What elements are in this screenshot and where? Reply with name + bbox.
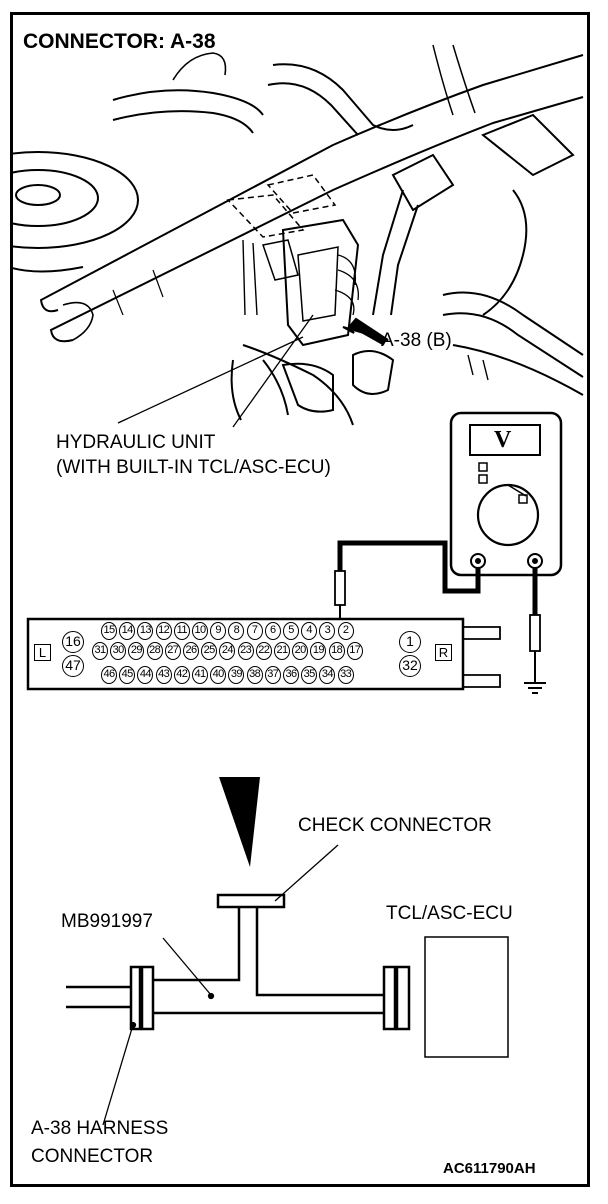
harness-connector-label: A-38 HARNESS [31,1118,169,1139]
connector-pin: 16 [62,631,84,653]
figure-code: AC611790AH [443,1160,536,1177]
connector-pin: 5 [283,622,299,640]
voltmeter [449,411,563,577]
hydraulic-unit-sublabel: (WITH BUILT-IN TCL/ASC-ECU) [56,457,331,478]
probe-pointer-icon [219,777,260,867]
connector-pin: 36 [283,666,299,684]
tool-schematic [66,893,509,1058]
hydraulic-unit-leader [117,314,314,428]
connector-pin: 15 [101,622,117,640]
connector-pin: 7 [246,622,263,640]
connector-pin: 41 [192,666,208,684]
connector-pin: 8 [228,622,245,640]
ecu-label: TCL/ASC-ECU [386,903,513,924]
hydraulic-unit-label: HYDRAULIC UNIT [56,432,216,453]
connector-pin: 27 [164,642,181,660]
connector-pin: 19 [310,642,327,660]
connector-pin: 17 [346,642,363,660]
connector-pin: 35 [301,666,318,684]
connector-pin: 38 [246,666,263,684]
harness-connector-sublabel: CONNECTOR [31,1146,154,1167]
connector-pin: 18 [328,642,345,660]
negative-probe [529,614,541,652]
connector-pin: 13 [137,622,154,640]
connector-pin: 37 [264,666,281,684]
connector-left-marker: L [34,644,51,661]
connector-pin: 32 [399,655,421,677]
diagram-title: CONNECTOR: A-38 [23,30,216,53]
connector-pin: 44 [137,666,154,684]
schematic-leaders [102,844,339,1126]
connector-pin: 12 [155,622,172,640]
connector-pin: 9 [210,622,227,640]
connector-pin: 31 [92,642,108,660]
connector-pin: 30 [110,642,127,660]
diagram-frame: CONNECTOR: A-38 A-38 (B) HYDRAULIC UNIT … [10,12,590,1187]
ground-icon [524,651,546,694]
connector-pin: 20 [292,642,309,660]
connector-pin: 24 [219,642,236,660]
connector-pin: 11 [173,622,190,640]
connector-pin: 43 [155,666,172,684]
check-connector-label: CHECK CONNECTOR [298,815,492,836]
connector-pin: 10 [192,622,208,640]
connector-pin: 45 [119,666,136,684]
connector-pin: 47 [62,655,84,677]
connector-view-label: A-38 (B) [381,330,452,351]
connector-pin: 4 [301,622,318,640]
connector-pin: 34 [319,666,336,684]
connector-pin: 40 [210,666,227,684]
connector-pin: 21 [274,642,290,660]
connector-pin: 23 [237,642,254,660]
connector-pin: 22 [255,642,272,660]
connector-pin: 29 [128,642,145,660]
diagram-artwork [13,44,584,1126]
special-tool-label: MB991997 [61,911,153,932]
connector-right-marker: R [435,644,452,661]
connector-pin: 42 [173,666,190,684]
connector-pin: 6 [264,622,281,640]
connector-pin: 26 [183,642,199,660]
connector-pin: 2 [337,622,354,640]
connector-pin: 33 [337,666,354,684]
voltmeter-display-symbol: V [494,427,512,453]
positive-probe [334,570,346,606]
connector-pin: 25 [201,642,218,660]
engine-bay-illustration [13,44,584,426]
connector-pin: 14 [119,622,136,640]
connector-pin: 46 [101,666,117,684]
connector-pin: 39 [228,666,245,684]
positive-lead [337,540,481,594]
connector-pin: 28 [146,642,163,660]
connector-pin: 3 [319,622,336,640]
connector-pin: 1 [399,631,421,653]
